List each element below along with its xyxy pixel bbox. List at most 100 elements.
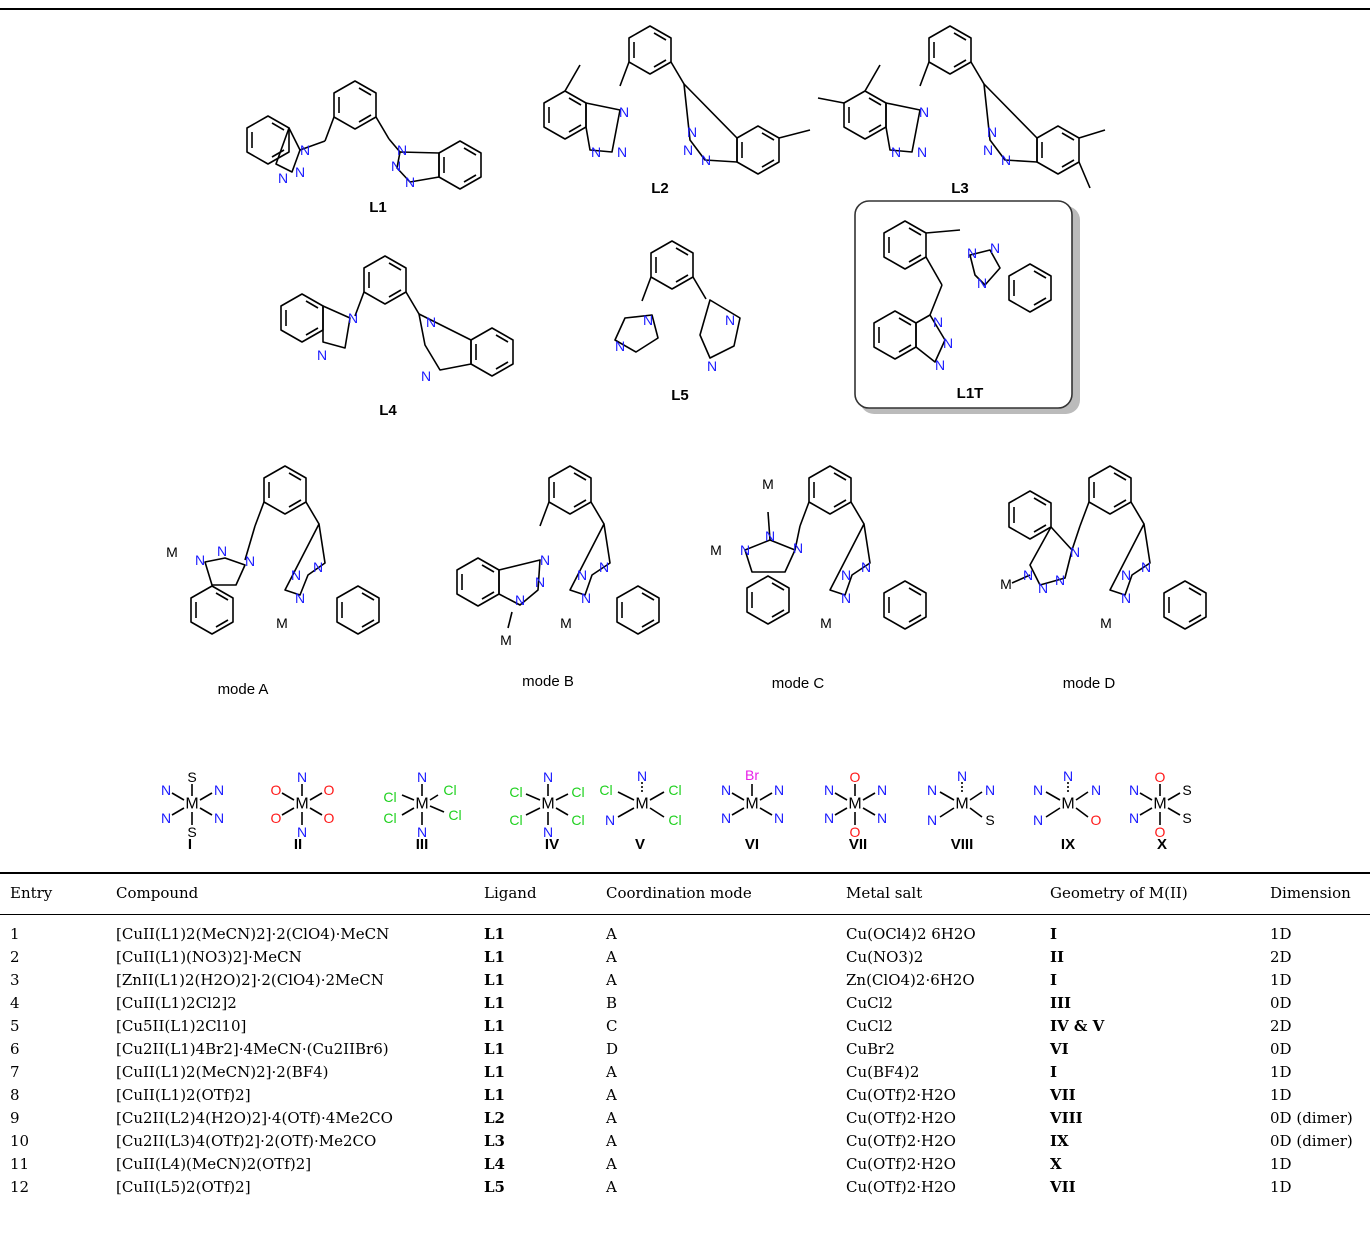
atom-m: M	[820, 615, 832, 631]
cell-geometry: I	[1050, 925, 1058, 943]
cell-mode: A	[606, 948, 617, 966]
atom-o: O	[271, 810, 282, 826]
cell-entry: 5	[10, 1017, 20, 1035]
geometry-label: I	[188, 836, 192, 853]
cell-geometry: IV & V	[1050, 1017, 1105, 1035]
atom-cl: Cl	[448, 807, 461, 823]
atom-o: O	[850, 824, 861, 840]
cell-metal-salt: Cu(OTf)2·H2O	[846, 1109, 956, 1127]
atom-n: N	[619, 104, 629, 120]
geometry-label: X	[1157, 836, 1167, 853]
mode-label-D: mode D	[1063, 675, 1116, 692]
geometry-label: IX	[1061, 836, 1075, 853]
cell-dimension: 1D	[1270, 971, 1292, 989]
cell-mode: C	[606, 1017, 618, 1035]
atom-n: N	[1070, 544, 1080, 560]
atom-n: N	[295, 164, 305, 180]
cell-ligand: L1	[484, 971, 505, 989]
geometry-label: II	[294, 836, 302, 853]
atom-n: N	[1033, 782, 1043, 798]
col-compound: Compound	[106, 872, 474, 915]
atom-m: M	[166, 544, 178, 560]
geometry-label: VI	[745, 836, 759, 853]
cell-dimension: 0D (dimer)	[1270, 1109, 1353, 1127]
atom-n: N	[721, 810, 731, 826]
atom-m: M	[1000, 576, 1012, 592]
mode-label-A: mode A	[218, 681, 269, 698]
atom-n: N	[297, 824, 307, 840]
atom-m: M	[745, 796, 758, 813]
cell-entry: 9	[10, 1109, 20, 1127]
atom-n: N	[1001, 152, 1011, 168]
cell-dimension: 0D	[1270, 994, 1292, 1012]
atom-n: N	[919, 104, 929, 120]
col-entry: Entry	[0, 872, 106, 915]
ligand-label-L4: L4	[379, 402, 397, 419]
cell-ligand: L1	[484, 1040, 505, 1058]
cell-mode: A	[606, 1178, 617, 1196]
atom-n: N	[278, 170, 288, 186]
atom-n: N	[581, 590, 591, 606]
atom-n: N	[348, 310, 358, 326]
atom-n: N	[977, 275, 987, 291]
cell-entry: 7	[10, 1063, 20, 1081]
cell-geometry: VII	[1050, 1086, 1076, 1104]
coordination-mode-B: N N N M N N N M mode B	[456, 466, 660, 690]
atom-cl: Cl	[383, 789, 396, 805]
geometry-label: VIII	[951, 836, 974, 853]
atom-o: O	[324, 810, 335, 826]
atom-br: Br	[745, 767, 759, 783]
atom-m: M	[955, 796, 968, 813]
atom-n: N	[195, 552, 205, 568]
atom-m: M	[276, 615, 288, 631]
atom-n: N	[740, 542, 750, 558]
cell-dimension: 2D	[1270, 1017, 1292, 1035]
ligand-L1T-box: N N N N N N L1T	[854, 200, 1080, 414]
atom-m: M	[1153, 796, 1166, 813]
geometry-VI: M Br N N N N VI	[721, 767, 784, 853]
cell-dimension: 1D	[1270, 925, 1292, 943]
atom-n: N	[877, 782, 887, 798]
atom-n: N	[967, 245, 977, 261]
atom-n: N	[1129, 782, 1139, 798]
geometry-III: M N N Cl Cl Cl Cl III	[383, 769, 461, 853]
cell-compound: [CuII(L1)2Cl2]2	[116, 994, 237, 1012]
atom-n: N	[891, 144, 901, 160]
cell-ligand: L1	[484, 925, 505, 943]
cell-entry: 6	[10, 1040, 20, 1058]
atom-n: N	[417, 824, 427, 840]
atom-o: O	[324, 782, 335, 798]
cell-ligand: L1	[484, 994, 505, 1012]
geometry-label: III	[416, 836, 429, 853]
cell-compound: [Cu5II(L1)2Cl10]	[116, 1017, 247, 1035]
atom-n: N	[793, 540, 803, 556]
cell-geometry: I	[1050, 971, 1058, 989]
atom-n: N	[643, 312, 653, 328]
cell-compound: [CuII(L4)(MeCN)2(OTf)2]	[116, 1155, 312, 1173]
atom-n: N	[417, 769, 427, 785]
atom-n: N	[985, 782, 995, 798]
atom-n: N	[543, 769, 553, 785]
col-geometry: Geometry of M(II)	[1040, 872, 1260, 915]
atom-o: O	[271, 782, 282, 798]
atom-n: N	[774, 782, 784, 798]
cell-entry: 8	[10, 1086, 20, 1104]
atom-n: N	[990, 240, 1000, 256]
cell-ligand: L4	[484, 1155, 505, 1173]
atom-m: M	[541, 796, 554, 813]
col-coordination-mode: Coordination mode	[596, 872, 836, 915]
atom-n: N	[426, 314, 436, 330]
cell-mode: A	[606, 1109, 617, 1127]
geometry-V: M N Cl Cl N Cl V	[599, 768, 681, 853]
cell-compound: [CuII(L5)2(OTf)2]	[116, 1178, 251, 1196]
ligand-L3: N N N N N N L3	[817, 26, 1106, 197]
cell-ligand: L1	[484, 1017, 505, 1035]
cell-metal-salt: Zn(ClO4)2·6H2O	[846, 971, 975, 989]
